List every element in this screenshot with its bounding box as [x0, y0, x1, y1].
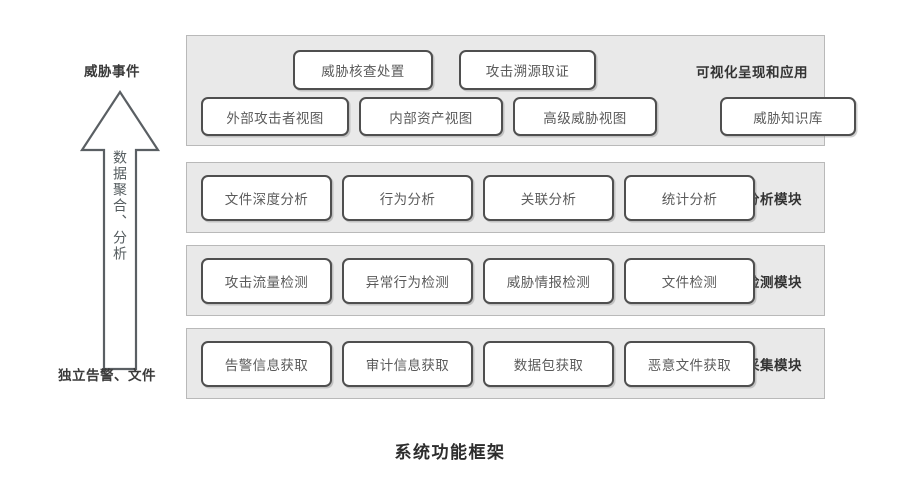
node-threat-verification-disposal[interactable]: 威胁核查处置	[293, 50, 433, 90]
node-malicious-file-acquisition[interactable]: 恶意文件获取	[624, 341, 755, 387]
layer-panel-detection: 检测模块 攻击流量检测 异常行为检测 威胁情报检测 文件检测	[186, 245, 825, 316]
arrow-label: 数据聚合、分析	[112, 150, 128, 262]
node-statistical-analysis[interactable]: 统计分析	[624, 175, 755, 221]
layer-title-detection: 检测模块	[746, 274, 802, 290]
node-threat-intelligence-detection[interactable]: 威胁情报检测	[483, 258, 614, 304]
node-correlation-analysis[interactable]: 关联分析	[483, 175, 614, 221]
node-attack-traceback-forensics[interactable]: 攻击溯源取证	[459, 50, 596, 90]
node-file-deep-analysis[interactable]: 文件深度分析	[201, 175, 332, 221]
diagram-caption: 系统功能框架	[394, 443, 506, 462]
data-aggregation-arrow: 数据聚合、分析	[78, 88, 162, 373]
node-behavior-analysis[interactable]: 行为分析	[342, 175, 473, 221]
node-audit-info-acquisition[interactable]: 审计信息获取	[342, 341, 473, 387]
layer-title-collection: 采集模块	[746, 357, 802, 373]
node-internal-asset-view[interactable]: 内部资产视图	[359, 97, 503, 136]
node-advanced-threat-view[interactable]: 高级威胁视图	[513, 97, 657, 136]
node-threat-knowledge-base[interactable]: 威胁知识库	[720, 97, 856, 136]
up-arrow-icon	[79, 89, 161, 371]
independent-alarm-label: 独立告警、文件	[58, 368, 156, 383]
layer-title-analysis: 分析模块	[746, 191, 802, 207]
layer-panel-visualization: 可视化呈现和应用 威胁核查处置 攻击溯源取证 外部攻击者视图 内部资产视图 高级…	[186, 35, 856, 146]
layer-panel-analysis: 分析模块 文件深度分析 行为分析 关联分析 统计分析	[186, 162, 825, 233]
node-alarm-info-acquisition[interactable]: 告警信息获取	[201, 341, 332, 387]
node-packet-acquisition[interactable]: 数据包获取	[483, 341, 614, 387]
threat-event-label: 威胁事件	[84, 64, 140, 79]
layer-title-visualization: 可视化呈现和应用	[696, 65, 808, 80]
node-attack-traffic-detection[interactable]: 攻击流量检测	[201, 258, 332, 304]
layer-panel-collection: 采集模块 告警信息获取 审计信息获取 数据包获取 恶意文件获取	[186, 328, 825, 399]
node-external-attacker-view[interactable]: 外部攻击者视图	[201, 97, 349, 136]
node-anomalous-behavior-detection[interactable]: 异常行为检测	[342, 258, 473, 304]
node-file-detection[interactable]: 文件检测	[624, 258, 755, 304]
